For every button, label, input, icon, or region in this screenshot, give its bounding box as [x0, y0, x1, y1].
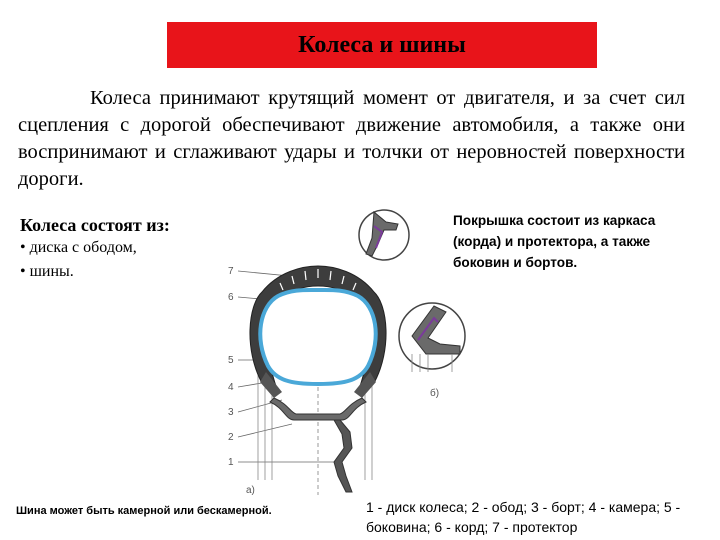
- figure-label-b: б): [430, 387, 439, 399]
- consist-item: • диска с ободом,: [20, 239, 137, 256]
- slide-title: Колеса и шины: [298, 31, 466, 58]
- detail-cord-top: [373, 225, 384, 249]
- parts-legend: 1 - диск колеса; 2 - обод; 3 - борт; 4 -…: [366, 499, 681, 535]
- wheel-disc: [333, 419, 353, 493]
- consist-heading: Колеса состоят из:: [20, 215, 170, 235]
- part-label-1: 1: [228, 457, 234, 468]
- part-label-6: 6: [228, 292, 234, 303]
- intro-paragraph: Колеса принимают крутящий момент от двиг…: [18, 87, 685, 190]
- detail-cord-bottom: [417, 316, 439, 341]
- part-label-4: 4: [228, 382, 234, 393]
- part-label-2: 2: [228, 432, 234, 443]
- inner-tube: [258, 287, 378, 387]
- part-label-7: 7: [228, 266, 234, 277]
- detail-guide-lines: [411, 354, 453, 372]
- part-label-3: 3: [228, 407, 234, 418]
- bead-right: [354, 372, 376, 398]
- tread-pattern: [279, 269, 357, 291]
- part-label-5: 5: [228, 355, 234, 366]
- tire-composition-text: Покрышка состоит из каркаса (корда) и пр…: [453, 213, 656, 270]
- guide-lines: [257, 370, 373, 480]
- rim: [269, 397, 367, 421]
- tube-note: Шина может быть камерной или бескамерной…: [16, 505, 272, 517]
- consist-item: • шины.: [20, 263, 74, 280]
- detail-circle-top: [358, 209, 410, 261]
- figure-label-a: а): [246, 485, 255, 496]
- detail-circle-bottom: [398, 302, 466, 370]
- detail-section-bottom: [411, 305, 461, 355]
- bead-left: [260, 372, 282, 398]
- title-bar: Колеса и шины: [167, 22, 597, 68]
